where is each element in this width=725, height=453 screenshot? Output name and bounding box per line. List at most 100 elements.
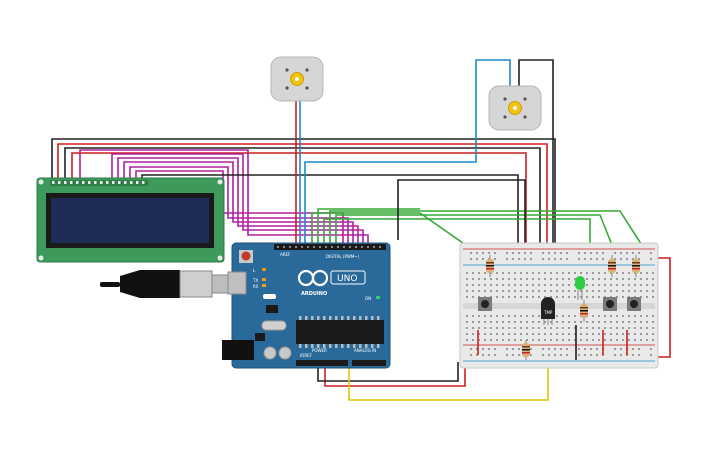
- wires-arduino-to-breadboard: [311, 179, 671, 401]
- breadboard-hole: [604, 315, 606, 317]
- resistor-4[interactable]: [580, 300, 588, 322]
- resistor-2[interactable]: [608, 255, 616, 277]
- header-pin[interactable]: [289, 246, 291, 248]
- breadboard-hole: [628, 321, 630, 323]
- breadboard-hole: [508, 290, 510, 292]
- lcd-pin[interactable]: [106, 181, 109, 184]
- breadboard[interactable]: [459, 242, 659, 369]
- wire-green[interactable]: [317, 208, 420, 245]
- green-led[interactable]: [575, 276, 585, 300]
- header-pin[interactable]: [343, 246, 345, 248]
- wire-black[interactable]: [64, 147, 541, 250]
- wire-magenta[interactable]: [117, 157, 359, 245]
- header-pin[interactable]: [313, 246, 315, 248]
- resistor-5[interactable]: [522, 340, 530, 360]
- wire-red[interactable]: [71, 152, 527, 250]
- reset-button[interactable]: [241, 251, 251, 261]
- lcd-pin[interactable]: [58, 181, 61, 184]
- header-pin[interactable]: [337, 246, 339, 248]
- wire-blue[interactable]: [304, 59, 511, 245]
- wire-black[interactable]: [51, 138, 556, 250]
- wire-red[interactable]: [650, 257, 671, 358]
- header-pin[interactable]: [361, 246, 363, 248]
- header-pin[interactable]: [349, 246, 351, 248]
- lcd-pin[interactable]: [88, 181, 91, 184]
- lcd-pin[interactable]: [142, 181, 145, 184]
- header-pin[interactable]: [295, 246, 297, 248]
- capacitor-icon: [263, 346, 277, 360]
- header-pin[interactable]: [355, 246, 357, 248]
- wire-yellow[interactable]: [348, 340, 549, 401]
- lcd-pin[interactable]: [112, 181, 115, 184]
- header-pin[interactable]: [283, 246, 285, 248]
- wire-red[interactable]: [57, 143, 548, 250]
- breadboard-hole: [586, 278, 588, 280]
- wire-magenta[interactable]: [79, 149, 369, 245]
- header-pin[interactable]: [301, 246, 303, 248]
- wire-magenta[interactable]: [129, 166, 349, 245]
- resistor-1[interactable]: [486, 255, 494, 277]
- wire-green[interactable]: [335, 214, 617, 256]
- wire-green[interactable]: [329, 210, 646, 251]
- lcd-pin[interactable]: [70, 181, 73, 184]
- chip-pin: [353, 344, 356, 348]
- lcd-display[interactable]: [36, 177, 225, 263]
- lcd-pin[interactable]: [64, 181, 67, 184]
- breadboard-hole: [568, 321, 570, 323]
- analog-header[interactable]: [352, 360, 386, 366]
- lcd-pin[interactable]: [52, 181, 55, 184]
- wire-red[interactable]: [324, 365, 466, 387]
- breadboard-hole: [580, 327, 582, 329]
- wire-magenta[interactable]: [111, 153, 364, 245]
- header-pin[interactable]: [367, 246, 369, 248]
- wire-magenta[interactable]: [123, 161, 354, 245]
- lcd-pin[interactable]: [94, 181, 97, 184]
- push-button-1[interactable]: [478, 297, 492, 311]
- breadboard-hole: [640, 272, 642, 274]
- breadboard-hole: [478, 339, 480, 341]
- lcd-pin[interactable]: [130, 181, 133, 184]
- wire-black[interactable]: [518, 59, 554, 250]
- lcd-pin[interactable]: [118, 181, 121, 184]
- lcd-pin[interactable]: [136, 181, 139, 184]
- breadboard-hole: [490, 284, 492, 286]
- header-pin[interactable]: [379, 246, 381, 248]
- breadboard-hole: [640, 278, 642, 280]
- resistor-3[interactable]: [632, 255, 640, 277]
- breadboard-hole: [532, 296, 534, 298]
- header-pin[interactable]: [325, 246, 327, 248]
- dc-motor-left[interactable]: [270, 56, 324, 102]
- breadboard-hole: [508, 278, 510, 280]
- push-button-3[interactable]: [627, 297, 641, 311]
- chip-pins: [299, 316, 380, 348]
- lcd-pin[interactable]: [76, 181, 79, 184]
- lcd-pin[interactable]: [100, 181, 103, 184]
- push-button-2[interactable]: [603, 297, 617, 311]
- breadboard-hole: [622, 284, 624, 286]
- breadboard-hole: [502, 290, 504, 292]
- header-pin[interactable]: [319, 246, 321, 248]
- wire-black[interactable]: [397, 179, 526, 250]
- breadboard-hole: [620, 348, 622, 350]
- breadboard-hole: [490, 278, 492, 280]
- wire-green[interactable]: [311, 212, 491, 263]
- arduino-uno-board[interactable]: ARDUINO UNO DIGITAL (PWM~) POWER ANALOG …: [222, 242, 391, 369]
- lcd-pin[interactable]: [82, 181, 85, 184]
- ioref-label: IOREF: [300, 353, 313, 358]
- header-pin[interactable]: [373, 246, 375, 248]
- header-pin[interactable]: [331, 246, 333, 248]
- temperature-sensor[interactable]: TMP: [541, 297, 555, 325]
- breadboard-hole: [496, 339, 498, 341]
- header-pin[interactable]: [277, 246, 279, 248]
- lcd-pin[interactable]: [124, 181, 127, 184]
- breadboard-hole: [484, 290, 486, 292]
- wire-black[interactable]: [317, 362, 459, 382]
- header-pin[interactable]: [307, 246, 309, 248]
- breadboard-hole: [562, 284, 564, 286]
- breadboard-hole: [538, 339, 540, 341]
- dc-motor-right[interactable]: [488, 85, 542, 131]
- breadboard-hole: [494, 252, 496, 254]
- digital-header[interactable]: [274, 244, 386, 250]
- usb-cable[interactable]: [100, 270, 235, 298]
- power-header[interactable]: [296, 360, 348, 366]
